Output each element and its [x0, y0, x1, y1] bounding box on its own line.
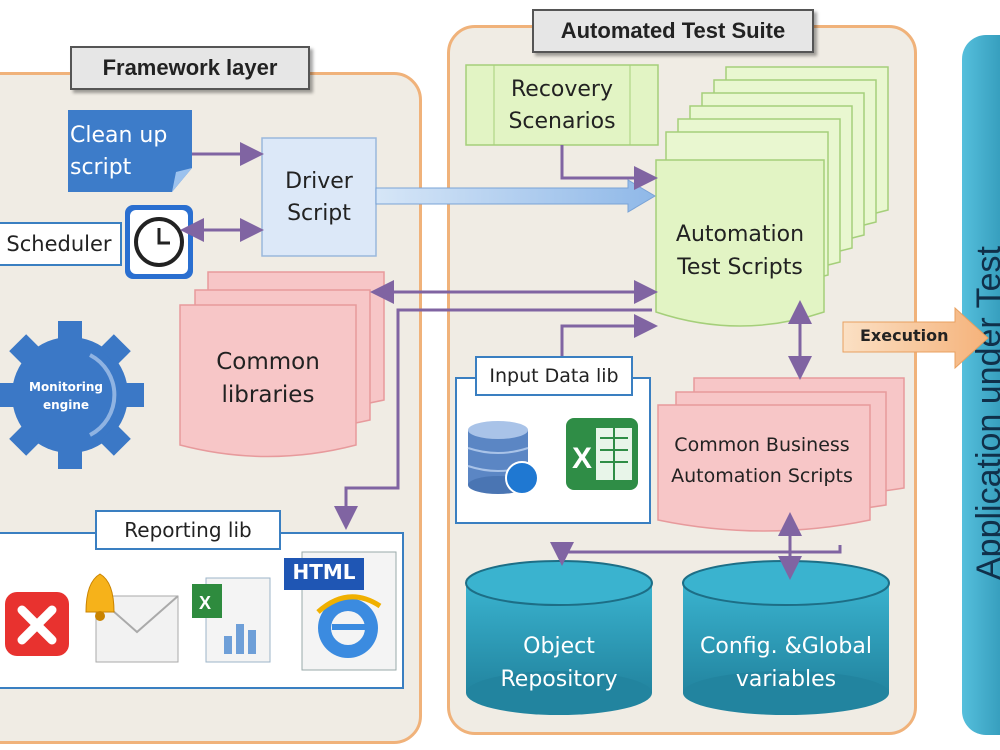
object-repository-label: Object Repository [500, 634, 618, 692]
scripts-to-reporting-arrow [334, 308, 652, 530]
config-global-cylinder [682, 560, 890, 715]
business-to-repository-arrow [550, 542, 842, 566]
html-badge-label: HTML [292, 560, 356, 584]
svg-text:X: X [199, 593, 211, 613]
common-business-label: Common Business Automation Scripts [671, 434, 853, 487]
framework-layer-title: Framework layer [70, 46, 310, 90]
gear-icon [0, 321, 144, 469]
execution-arrow [842, 306, 989, 370]
monitoring-engine-label: Monitoring engine [29, 380, 103, 412]
application-under-test-text: Application under Test [970, 246, 1000, 580]
driver-script-box [261, 137, 377, 257]
reporting-lib-title: Reporting lib [95, 510, 281, 550]
bell-mail-icon [85, 573, 179, 663]
error-icon [5, 592, 69, 656]
automation-test-scripts-stack [655, 66, 889, 327]
application-under-test-bar [962, 35, 1000, 735]
recovery-scenarios-box [465, 64, 659, 146]
scheduler-label: Scheduler [0, 222, 122, 266]
execution-label: Execution [860, 326, 949, 345]
recovery-to-scripts-arrow [560, 145, 658, 190]
automation-test-scripts-label: Automation Test Scripts [675, 222, 805, 280]
driver-to-scripts-arrow [375, 179, 656, 213]
driver-script-label: Driver Script [285, 169, 353, 226]
cleanup-script-label: Clean up script [70, 123, 168, 180]
common-business-stack [657, 377, 905, 532]
automated-test-suite-title: Automated Test Suite [532, 9, 814, 53]
common-libraries-label: Common libraries [216, 349, 320, 408]
excel-icon: X [566, 418, 638, 490]
svg-text:X: X [572, 442, 592, 475]
database-icon [467, 421, 539, 495]
html-browser-icon [284, 551, 397, 671]
common-libraries-stack [179, 271, 385, 458]
object-repository-cylinder [465, 560, 653, 715]
cleanup-script-icon [68, 110, 192, 192]
input-data-lib-title: Input Data lib [475, 356, 633, 396]
recovery-scenarios-label: Recovery Scenarios [508, 77, 616, 134]
clock-icon [125, 205, 193, 279]
config-global-label: Config. &Global variables [700, 634, 872, 692]
excel-report-icon: X [192, 577, 271, 663]
